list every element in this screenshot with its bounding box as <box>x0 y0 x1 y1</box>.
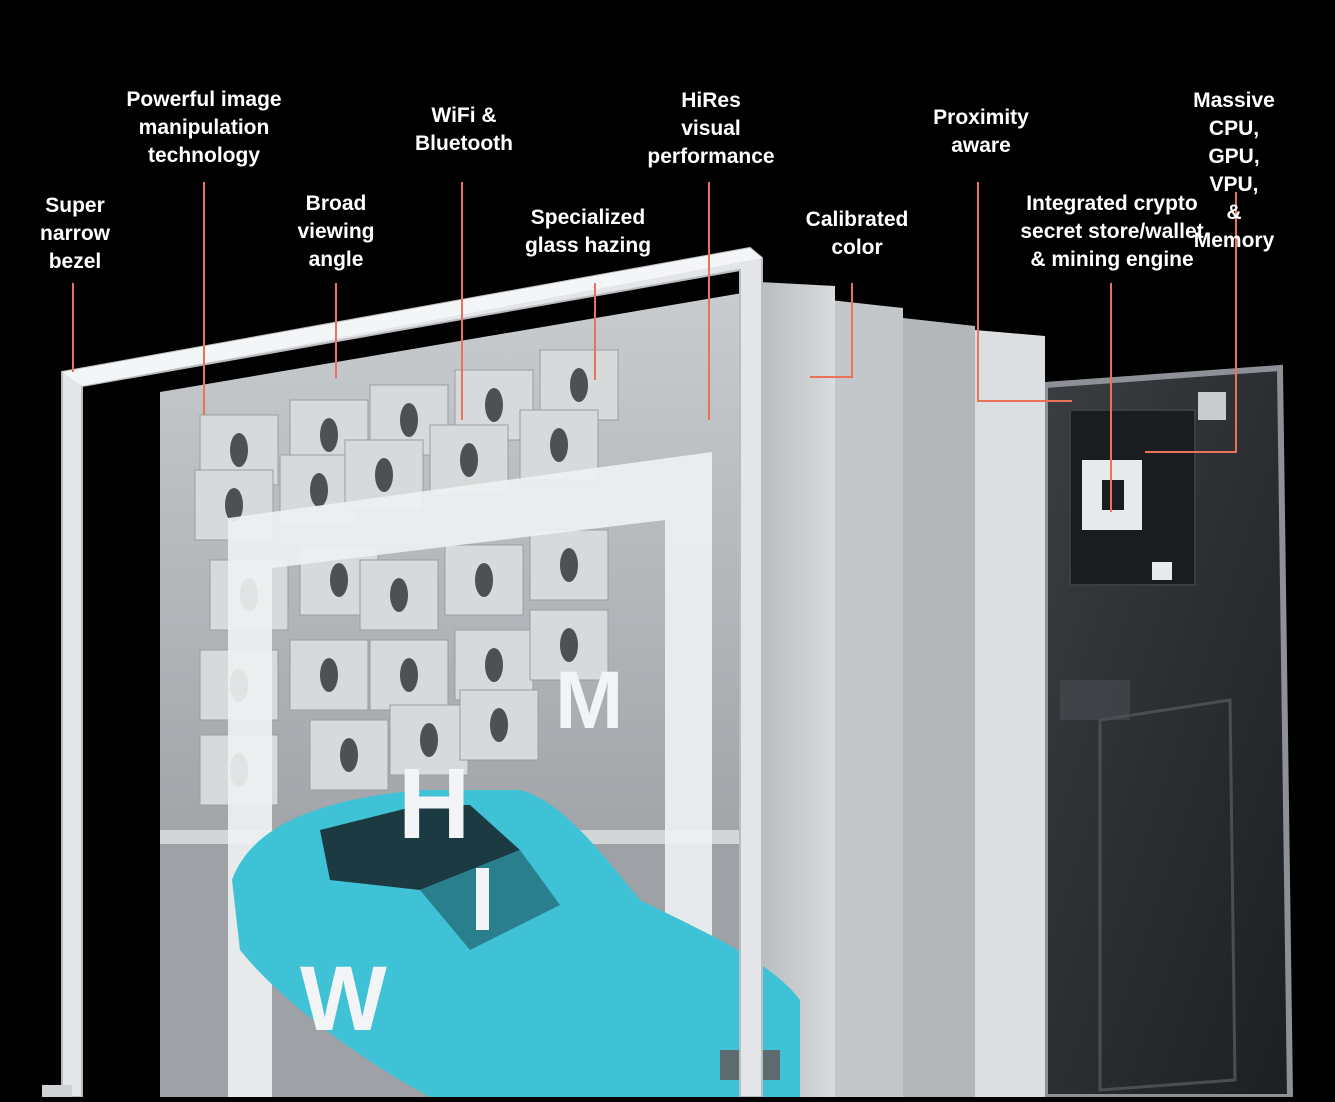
callout-line-text: aware <box>951 134 1011 157</box>
back-chassis <box>1042 364 1294 1100</box>
callout-line-text: HiRes <box>681 89 741 112</box>
callout-label-viewing: Broad viewing angle <box>297 190 374 274</box>
car-illustration <box>232 790 800 1097</box>
callout-line-text: Broad <box>305 192 367 215</box>
building-cube <box>309 719 389 791</box>
callout-line-text: technology <box>147 144 261 167</box>
building-cube <box>519 409 599 481</box>
proximity-layer <box>975 330 1045 1097</box>
callout-line-text: viewing <box>297 220 375 243</box>
building-cube <box>444 544 524 616</box>
callout-label-crypto: Integrated crypto secret store/wallet & mi… <box>1020 190 1203 274</box>
callout-line-text: manipulation <box>138 116 270 139</box>
callout-label-cpu: Massive CPU,GPU, VPU,& Memory <box>1184 87 1285 255</box>
artwork-letter: W <box>300 948 387 1050</box>
callout-line-text: angle <box>308 248 364 271</box>
building-cube <box>459 689 539 761</box>
callout-label-wifi: WiFi & Bluetooth <box>415 102 513 158</box>
callout-label-glass: Specialized glass hazing <box>525 204 651 260</box>
callout-line-text: Super <box>45 194 105 217</box>
callout-label-hires: HiRes visual performance <box>647 87 774 171</box>
callout-line-text: glass hazing <box>524 234 652 257</box>
callout-leader-proximity <box>977 182 1072 402</box>
callout-leader-cpu <box>1145 192 1237 453</box>
callout-line-text: narrow <box>39 222 111 245</box>
callout-line-text: color <box>831 236 883 259</box>
callout-line-text: Massive CPU, <box>1193 89 1275 140</box>
artwork-frame <box>228 452 712 1097</box>
callout-line-text: GPU, VPU, <box>1208 145 1260 196</box>
building-cube <box>529 529 609 601</box>
callout-line-text: Calibrated <box>805 208 909 231</box>
glass-layer <box>830 300 903 1097</box>
callout-line-text: Bluetooth <box>415 132 513 155</box>
panel-layer <box>760 282 835 1097</box>
callout-leader-color <box>810 283 853 378</box>
callout-line-text: & mining engine <box>1030 248 1194 271</box>
callout-label-color: Calibrated color <box>806 206 909 262</box>
callout-line-text: & Memory <box>1193 201 1275 252</box>
color-layer <box>903 318 975 1097</box>
layer-stack <box>760 282 1045 1097</box>
artwork-letter: M <box>555 655 623 746</box>
callout-line-text: secret store/wallet <box>1020 220 1204 243</box>
building-cube <box>539 349 619 421</box>
callout-line-text: Integrated crypto <box>1026 192 1198 215</box>
callout-line-text: WiFi & <box>431 104 497 127</box>
building-cube <box>359 559 439 631</box>
callout-line-text: Specialized <box>530 206 646 229</box>
artwork-letter: I <box>470 850 495 950</box>
building-cube <box>289 639 369 711</box>
callout-label-image-tech: Powerful image manipulation technology <box>126 86 281 170</box>
callout-label-proximity: Proximity aware <box>933 104 1029 160</box>
building-cube <box>529 609 609 681</box>
callout-line-text: bezel <box>48 250 102 273</box>
callout-line-text: performance <box>647 145 775 168</box>
building-cube <box>369 639 449 711</box>
building-cube <box>454 629 534 701</box>
callout-line-text: Powerful image <box>126 88 282 111</box>
callout-line-text: visual <box>681 117 741 140</box>
artwork-letter: H <box>398 748 470 860</box>
callout-line-text: Proximity <box>933 106 1029 129</box>
building-cube <box>389 704 469 776</box>
callout-lines <box>72 182 1237 512</box>
callout-label-bezel: Super narrow bezel <box>40 192 110 276</box>
